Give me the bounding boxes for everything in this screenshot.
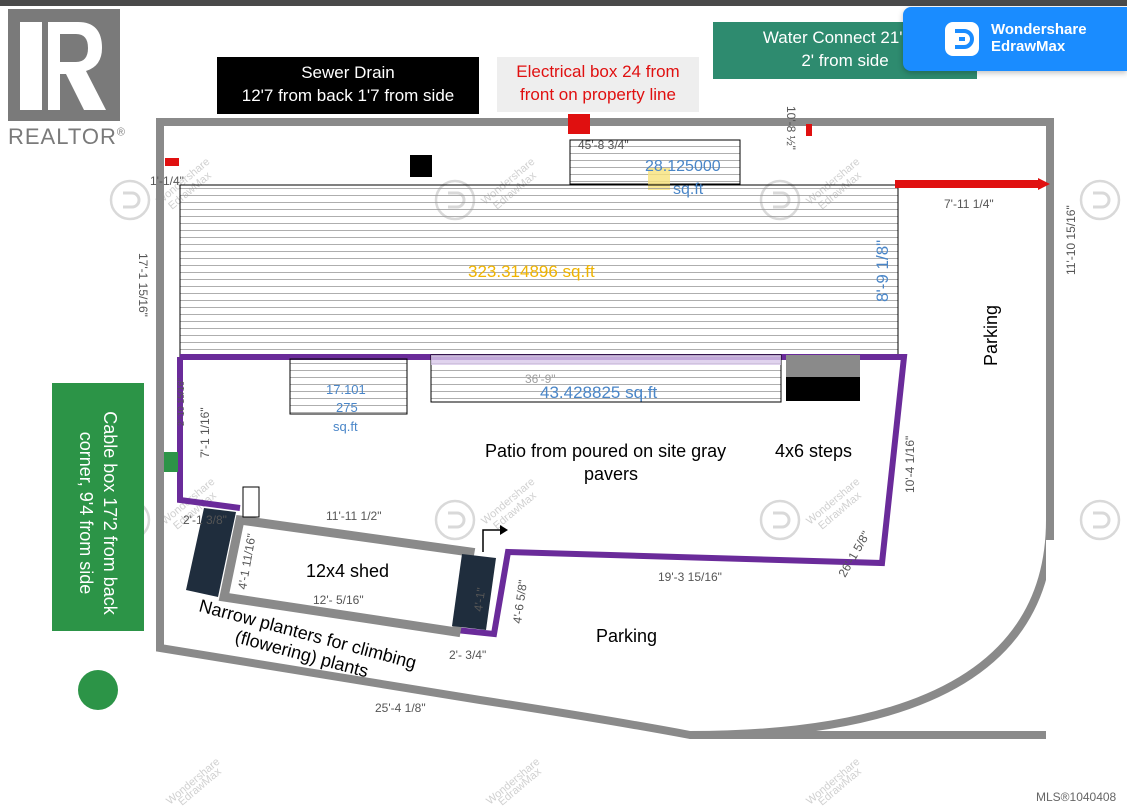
top-border <box>0 0 1127 6</box>
planter-wide-tint <box>431 355 781 365</box>
property-corner-mask <box>1046 540 1056 740</box>
dim-left-tiny: 2'-10 15/16" <box>176 378 186 426</box>
electrical-note: Electrical box 24 from front on property… <box>497 57 699 112</box>
patio-label-1: Patio from poured on site gray <box>485 441 726 461</box>
dim-top-strip: 45'-8 3/4" <box>578 138 629 152</box>
cable-note: Cable box 17'2 from back corner, 9'4 fro… <box>52 383 144 631</box>
top-area-unit: sq.ft <box>673 181 704 198</box>
realtor-wordmark: REALTOR® <box>8 124 126 150</box>
dim-right-mid: 7'-11 1/4" <box>944 197 994 211</box>
area-labels: 28.125000 sq.ft 323.314896 sq.ft 43.4288… <box>326 158 892 434</box>
dim-right-notch: 4'-6 5/8" <box>510 579 530 624</box>
dim-patio-top: 36'-9" <box>525 372 556 386</box>
steps-label: 4x6 steps <box>775 441 852 461</box>
green-dot <box>78 670 118 710</box>
left-red-marker <box>165 158 179 166</box>
sewer-note-line-1: Sewer Drain <box>301 63 395 82</box>
badge-line-1: Wondershare <box>991 21 1087 38</box>
dim-corner: 26'-1 5/8" <box>835 529 872 580</box>
dimension-labels: 45'-8 3/4" 10'-8 ½" 1'-1/4" 7'-11 1/4" 1… <box>136 106 1078 715</box>
dim-shed-right: 4'-1" <box>471 587 488 613</box>
planter-dark-right <box>452 554 496 630</box>
sewer-note: Sewer Drain 12'7 from back 1'7 from side <box>217 57 479 114</box>
dim-shed-top: 11'-11 1/2" <box>326 509 381 523</box>
electrical-note-line-2: front on property line <box>520 85 676 104</box>
door-arrow <box>482 529 506 552</box>
shed <box>218 514 476 638</box>
top-area-value: 28.125000 <box>645 158 721 175</box>
mls-number: MLS®1040408 <box>1036 790 1117 804</box>
dim-left-side: 17'-1 15/16" <box>136 253 150 317</box>
cable-marker <box>164 452 178 472</box>
dim-far-right: 11'-10 15/16" <box>1064 205 1078 275</box>
sewer-note-line-2: 12'7 from back 1'7 from side <box>241 86 455 105</box>
steps-block <box>786 377 860 401</box>
water-line-head <box>1038 178 1050 190</box>
planter-small-area-1: 17.101 <box>326 382 366 397</box>
parking-bottom-label: Parking <box>596 626 657 646</box>
registered-mark: ® <box>116 126 126 139</box>
water-note-line-2: 2' from side <box>801 51 889 70</box>
dim-bottom-purple: 19'-3 15/16" <box>658 570 722 584</box>
dim-right-patio: 10'-4 1/16" <box>903 436 917 493</box>
planter-dark-left <box>186 508 236 597</box>
dim-top-right-vert: 10'-8 ½" <box>784 106 798 150</box>
planter-small-area-2: 275 <box>336 400 358 415</box>
property-line <box>156 118 1054 739</box>
realtor-text: REALTOR <box>8 124 117 149</box>
edrawmax-logo-glyph <box>955 29 974 49</box>
electrical-note-line-1: Electrical box 24 from <box>516 62 680 81</box>
dim-small-notch: 2'-1 3/8" <box>183 513 227 527</box>
house-block <box>179 184 899 358</box>
water-marker <box>806 124 812 136</box>
realtor-logo <box>8 9 120 121</box>
steps-block-top <box>786 355 860 377</box>
planter-small <box>289 358 408 415</box>
door-arrow-head <box>500 525 508 535</box>
parking-right-label: Parking <box>981 305 1001 366</box>
planter-small-area-3: sq.ft <box>333 419 358 434</box>
house-area: 323.314896 sq.ft <box>468 262 595 281</box>
sewer-marker <box>410 155 432 177</box>
edrawmax-badge[interactable]: Wondershare EdrawMax <box>903 7 1127 71</box>
dim-left-top: 1'-1/4" <box>150 174 184 188</box>
property-corner-curve <box>689 519 1054 739</box>
house-height-dim: 8'-9 1/8" <box>873 240 892 302</box>
planter-wide-area: 43.428825 sq.ft <box>540 383 657 402</box>
edrawmax-logo-icon <box>945 22 979 56</box>
dim-left-patio: 7'-1 1/16" <box>198 407 212 458</box>
patio-label-2: pavers <box>584 464 638 484</box>
dim-bottom-outer: 25'-4 1/8" <box>375 701 426 715</box>
edrawmax-badge-text: Wondershare EdrawMax <box>991 21 1087 55</box>
dim-shed-bottom: 12'- 5/16" <box>313 593 364 607</box>
door-marker <box>242 486 260 518</box>
water-note-line-1: Water Connect 21' fro <box>762 28 928 47</box>
cable-note-text: Cable box 17'2 from back corner, 9'4 fro… <box>76 411 120 615</box>
badge-line-2: EdrawMax <box>991 38 1066 55</box>
electrical-marker <box>568 114 590 134</box>
dim-bottom-notch: 2'- 3/4" <box>449 648 486 662</box>
shed-label: 12x4 shed <box>306 561 389 581</box>
patio-outline <box>177 354 908 638</box>
